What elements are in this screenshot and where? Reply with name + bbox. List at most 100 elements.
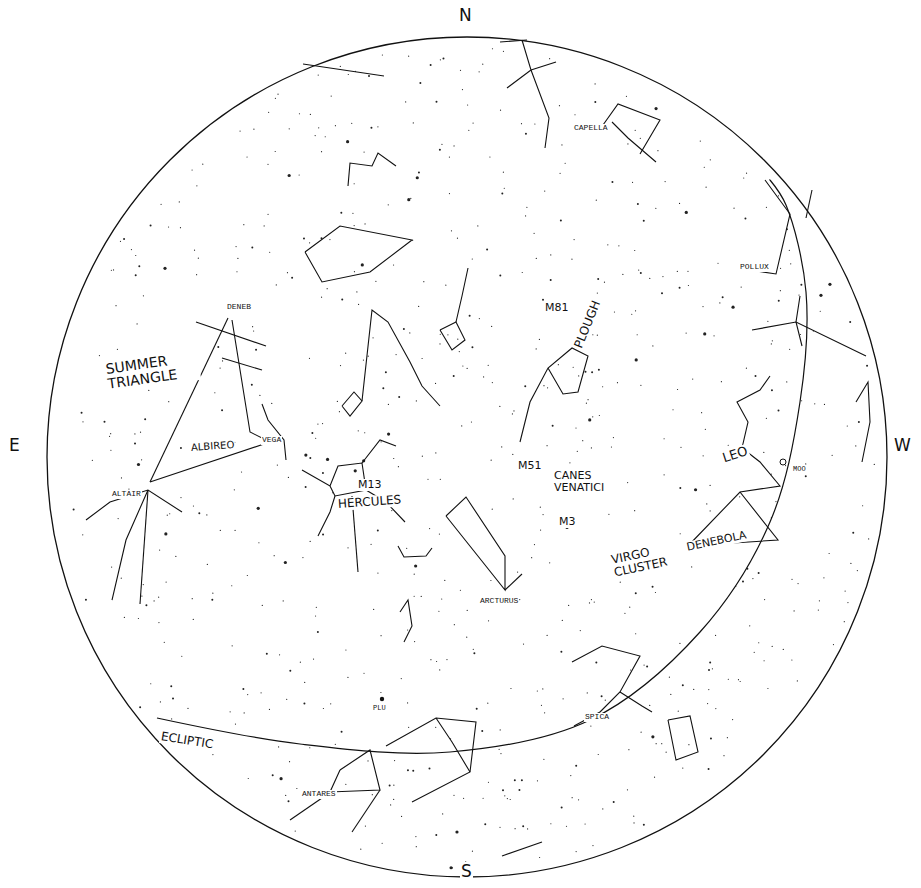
star-dot xyxy=(521,123,522,124)
star-dot xyxy=(134,433,135,434)
constellation-line xyxy=(572,646,640,712)
star-dot xyxy=(444,580,445,581)
star-dot xyxy=(646,666,648,668)
star-dot xyxy=(143,584,144,585)
star-dot xyxy=(790,263,791,264)
star-dot xyxy=(453,795,454,796)
star-dot xyxy=(688,744,689,745)
star-dot xyxy=(231,585,232,586)
star-dot xyxy=(246,156,247,157)
star-dot xyxy=(373,609,374,610)
star-dot xyxy=(295,831,296,832)
star-dot xyxy=(247,694,248,695)
star-dot xyxy=(367,760,368,761)
star-dot xyxy=(309,747,310,748)
star-dot xyxy=(534,123,535,124)
star-dot xyxy=(340,212,342,214)
star-dot xyxy=(693,689,694,690)
star-dot xyxy=(276,284,277,285)
star-dot xyxy=(819,600,820,601)
constellation-line xyxy=(688,376,780,546)
star-dot xyxy=(560,651,562,653)
star-dot xyxy=(439,669,440,670)
star-dot xyxy=(594,602,595,603)
star-dot xyxy=(562,620,563,621)
star-dot xyxy=(232,645,233,646)
star-dot xyxy=(321,151,322,152)
pluto-dot xyxy=(380,697,384,701)
star-dot xyxy=(739,496,740,497)
star-dot xyxy=(591,447,592,448)
star-dot xyxy=(617,382,618,383)
star-dot xyxy=(797,583,798,584)
star-dot xyxy=(766,418,767,419)
star-dot xyxy=(531,557,532,558)
star-dot xyxy=(514,828,515,829)
star-dot xyxy=(467,610,468,611)
star-dot xyxy=(560,219,562,221)
star-dot xyxy=(525,215,526,216)
planet-name: PLU xyxy=(372,705,387,713)
star-name: SPICA xyxy=(584,713,610,722)
star-dot xyxy=(541,705,542,706)
star-dot xyxy=(542,688,543,689)
star-dot xyxy=(377,126,378,127)
star-dot xyxy=(258,542,259,543)
star-dot xyxy=(703,455,704,456)
star-dot xyxy=(235,723,236,724)
star-dot xyxy=(820,311,821,312)
star-dot xyxy=(599,415,600,416)
star-dot xyxy=(573,367,574,368)
star-dot xyxy=(413,122,414,123)
star-dot xyxy=(457,339,458,340)
star-dot xyxy=(407,198,410,201)
star-dot xyxy=(110,450,111,451)
star-dot xyxy=(754,652,755,653)
star-dot xyxy=(153,600,154,601)
star-dot xyxy=(791,659,792,660)
star-field xyxy=(73,48,875,869)
star-dot xyxy=(710,485,711,486)
star-dot xyxy=(654,107,657,110)
star-dot xyxy=(352,213,353,214)
star-dot xyxy=(680,533,681,534)
star-dot xyxy=(363,359,364,360)
star-dot xyxy=(764,599,765,600)
star-dot xyxy=(111,566,112,567)
constellation-line xyxy=(398,546,432,557)
star-dot xyxy=(462,365,463,366)
constellation-line xyxy=(86,490,182,520)
star-dot xyxy=(847,425,848,426)
star-dot xyxy=(387,432,390,435)
star-dot xyxy=(513,410,514,411)
constellation-line xyxy=(502,842,542,856)
star-dot xyxy=(438,611,439,612)
star-dot xyxy=(318,127,319,128)
star-dot xyxy=(435,383,436,384)
star-dot xyxy=(679,487,681,489)
star-dot xyxy=(536,348,537,349)
star-dot xyxy=(627,143,628,144)
star-dot xyxy=(118,518,119,519)
star-dot xyxy=(318,75,319,76)
star-dot xyxy=(207,564,208,565)
constellation-line xyxy=(232,320,266,440)
star-dot xyxy=(754,375,756,377)
star-dot xyxy=(403,328,405,330)
star-dot xyxy=(634,510,635,511)
star-dot xyxy=(566,826,567,827)
star-name: POLLUX xyxy=(739,263,770,272)
ecliptic-line xyxy=(157,180,807,753)
star-dot xyxy=(744,217,746,219)
star-dot xyxy=(291,277,293,279)
star-dot xyxy=(158,622,159,623)
star-dot xyxy=(428,767,430,769)
star-dot xyxy=(372,337,373,338)
star-dot xyxy=(435,727,436,728)
star-dot xyxy=(267,164,268,165)
asterism-name: SUMMER TRIANGLE xyxy=(104,349,201,393)
star-dot xyxy=(584,823,585,824)
object-name: M13 xyxy=(357,479,383,491)
star-dot xyxy=(241,471,242,472)
